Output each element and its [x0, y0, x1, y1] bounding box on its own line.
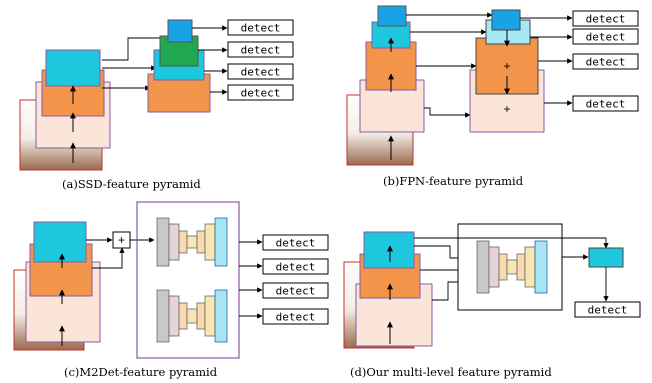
- detect-label: detect: [276, 261, 316, 274]
- detect-label: detect: [276, 285, 316, 298]
- feature-map-small: [45, 49, 101, 87]
- detect-box: detect: [572, 53, 639, 70]
- detect-label: detect: [586, 31, 626, 44]
- caption-ours: (d)Our multi-level feature pyramid: [350, 365, 552, 379]
- detect-box: detect: [227, 63, 294, 80]
- tum-block: [476, 240, 548, 294]
- detect-label: detect: [241, 44, 281, 57]
- caption-m2det: (c)M2Det-feature pyramid: [64, 365, 218, 379]
- merge-plus: +: [503, 102, 510, 116]
- detect-label: detect: [586, 13, 626, 26]
- detect-label: detect: [586, 56, 626, 69]
- detect-box: detect: [572, 28, 639, 45]
- tum-block-lower: [156, 289, 228, 343]
- detect-box: detect: [262, 282, 329, 299]
- detect-box: detect: [574, 301, 641, 318]
- connector: [102, 35, 169, 61]
- detect-box: detect: [572, 95, 639, 112]
- detect-box: detect: [227, 41, 294, 58]
- caption-fpn: (b)FPN-feature pyramid: [383, 174, 524, 188]
- fused-feature-map: [588, 247, 624, 268]
- detect-box: detect: [572, 10, 639, 27]
- panel-fpn: + + detect detect detect detect (b)FPN-f…: [346, 5, 639, 188]
- connector: [424, 107, 471, 118]
- panel-ssd: detect detect detect detect (a)SSD-featu…: [19, 19, 294, 191]
- panel-ours: detect (d)Our multi-level feature pyrami…: [343, 223, 641, 379]
- caption-ssd: (a)SSD-feature pyramid: [62, 177, 201, 191]
- detect-box: detect: [227, 84, 294, 101]
- fusion-node: +: [112, 231, 131, 249]
- detect-box: detect: [262, 234, 329, 251]
- feature-map-small: [363, 231, 415, 269]
- merge-plus: +: [118, 233, 125, 247]
- detect-box: detect: [227, 19, 294, 36]
- detect-label: detect: [588, 304, 628, 317]
- detect-label: detect: [241, 87, 281, 100]
- detect-label: detect: [586, 98, 626, 111]
- panel-m2det: + detect: [13, 201, 329, 379]
- tum-container: [136, 201, 240, 359]
- connector: [92, 247, 125, 269]
- detect-label: detect: [276, 311, 316, 324]
- tum-block-upper: [156, 217, 228, 267]
- pyramid-level-4: [167, 19, 193, 43]
- detect-label: detect: [241, 22, 281, 35]
- detect-label: detect: [241, 66, 281, 79]
- pyramid-level-4: [491, 9, 521, 31]
- detect-box: detect: [262, 258, 329, 275]
- connector: [414, 237, 609, 249]
- feature-map-small: [33, 221, 87, 263]
- merge-plus: +: [503, 59, 510, 73]
- detect-box: detect: [262, 308, 329, 325]
- feature-map-top: [377, 5, 407, 27]
- detect-label: detect: [276, 237, 316, 250]
